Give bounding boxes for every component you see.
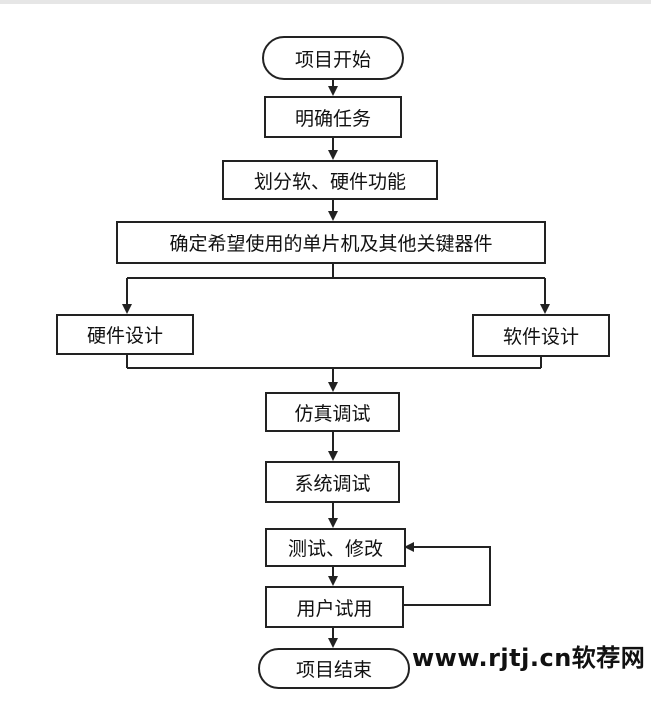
node-start: 项目开始 bbox=[262, 36, 404, 80]
watermark-text: www.rjtj.cn软荐网 bbox=[412, 644, 646, 672]
node-system-debug: 系统调试 bbox=[265, 461, 400, 503]
node-end: 项目结束 bbox=[258, 648, 410, 689]
node-select-components: 确定希望使用的单片机及其他关键器件 bbox=[116, 221, 546, 264]
node-software-design: 软件设计 bbox=[472, 314, 610, 357]
node-divide-functions: 划分软、硬件功能 bbox=[222, 160, 438, 200]
node-user-trial: 用户试用 bbox=[265, 586, 404, 628]
node-hardware-design: 硬件设计 bbox=[56, 314, 194, 355]
node-define-task: 明确任务 bbox=[264, 96, 402, 138]
top-border-strip bbox=[0, 0, 651, 4]
feedback-loop-trial-to-test bbox=[404, 542, 491, 606]
node-test-modify: 测试、修改 bbox=[265, 528, 406, 567]
node-simulation-debug: 仿真调试 bbox=[265, 392, 400, 432]
